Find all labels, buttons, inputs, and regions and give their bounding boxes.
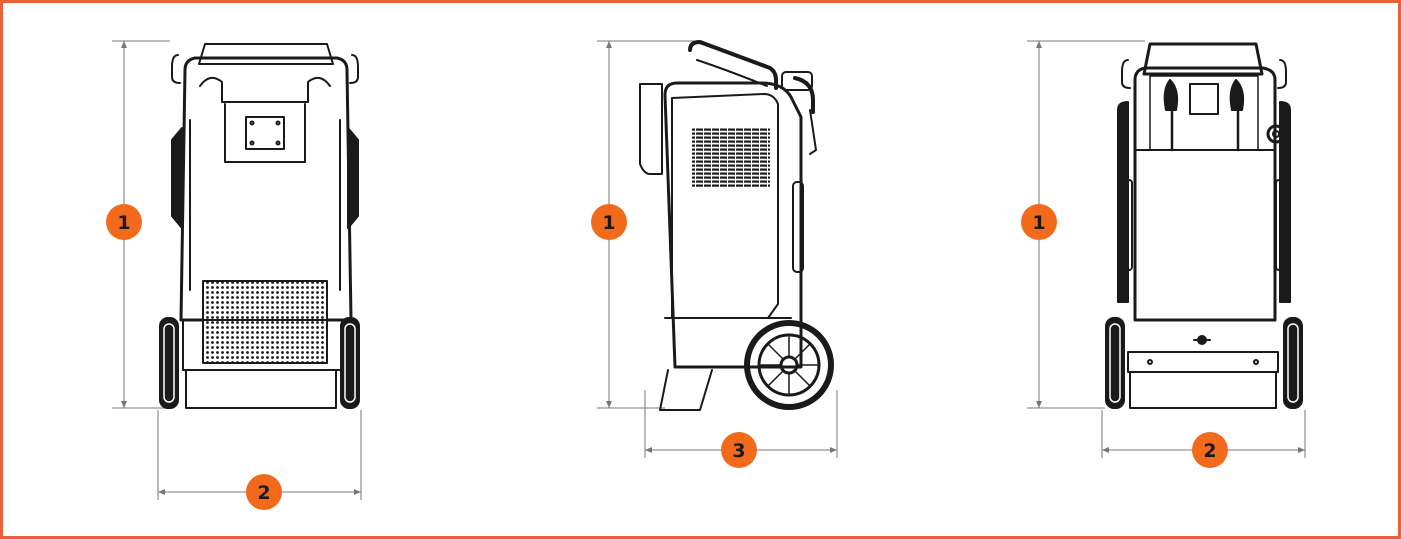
rear-view: 1 2 [1021,40,1306,468]
rear-height-badge: 1 [1021,204,1057,240]
front-height-badge: 1 [106,204,142,240]
rear-width-badge: 2 [1192,432,1228,468]
svg-text:1: 1 [1032,212,1045,234]
svg-text:1: 1 [117,212,130,234]
front-view: 1 2 [106,40,362,510]
svg-text:1: 1 [602,212,615,234]
side-depth-badge: 3 [721,432,757,468]
svg-text:3: 3 [732,440,745,462]
rear-machine-drawing [1105,42,1303,409]
front-machine-drawing [159,43,360,409]
side-machine-drawing [639,40,834,411]
side-view: 1 3 [591,40,838,468]
side-height-badge: 1 [591,204,627,240]
svg-text:2: 2 [1203,440,1216,462]
svg-text:2: 2 [257,482,270,504]
front-width-badge: 2 [246,474,282,510]
